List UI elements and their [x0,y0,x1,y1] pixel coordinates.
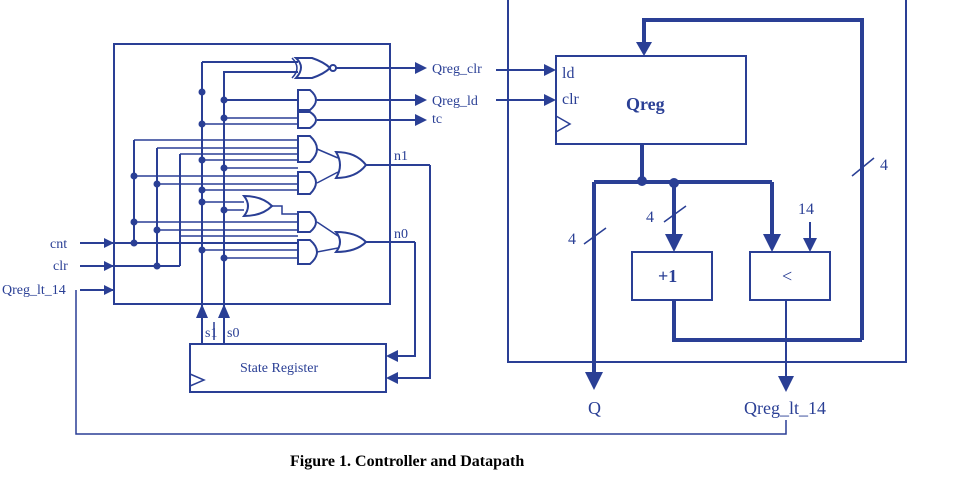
s0-label: s0 [227,326,239,341]
qreg-clr-output-label: Qreg_clr [432,62,482,77]
state-register-label: State Register [240,361,318,376]
and-gate-n0-b [297,239,318,265]
figure-caption: Figure 1. Controller and Datapath [290,453,524,470]
qreg-clr-pin-label: clr [562,91,580,108]
and-gate-n0-a [297,211,317,233]
and-gate-n1-a [297,135,318,163]
and-gate-n1-b [297,171,317,195]
feedback-bus-width: 4 [880,157,888,174]
qreg-ld-pin-label: ld [562,65,574,82]
s1-label: s1 [205,326,217,341]
qreg-ld-output-label: Qreg_ld [432,94,478,109]
q-bus-width: 4 [568,231,576,248]
tc-output-label: tc [432,112,442,127]
qreg-lt-14-output-label: Qreg_lt_14 [744,398,826,418]
xnor-gate [293,57,332,79]
qreg-lt-14-feedback-wire [75,290,787,435]
and-gate-tc [297,111,317,129]
controller: Qreg_clr Qreg_ld tc n1 n0 cnt clr Qreg_l… [2,43,787,435]
or-gate-n1 [334,150,368,180]
and-gate-ld [297,89,317,111]
constant-14-label: 14 [798,201,814,218]
adder-bus-width: 4 [646,209,654,226]
datapath-box [507,0,907,363]
or-gate-n0 [333,230,368,254]
feedback-bus [642,18,864,340]
cnt-input-label: cnt [50,237,67,252]
n0-label: n0 [394,227,408,242]
q-output-label: Q [588,398,601,418]
clr-input-label: clr [53,259,68,274]
state-register [189,343,387,393]
qreg-lt-14-input-label: Qreg_lt_14 [2,283,66,298]
clock-triangle [189,373,206,387]
comparator-label: < [782,266,792,286]
junction-dots [130,88,228,270]
or-gate-mid [241,194,274,218]
n1-label: n1 [394,149,408,164]
adder-label: +1 [658,266,677,286]
comparator-block [749,251,831,301]
combinational-logic-box [113,43,391,305]
datapath: ld clr Qreg 4 4 Q 4 +1 [496,0,907,418]
qreg-name-label: Qreg [626,94,665,114]
